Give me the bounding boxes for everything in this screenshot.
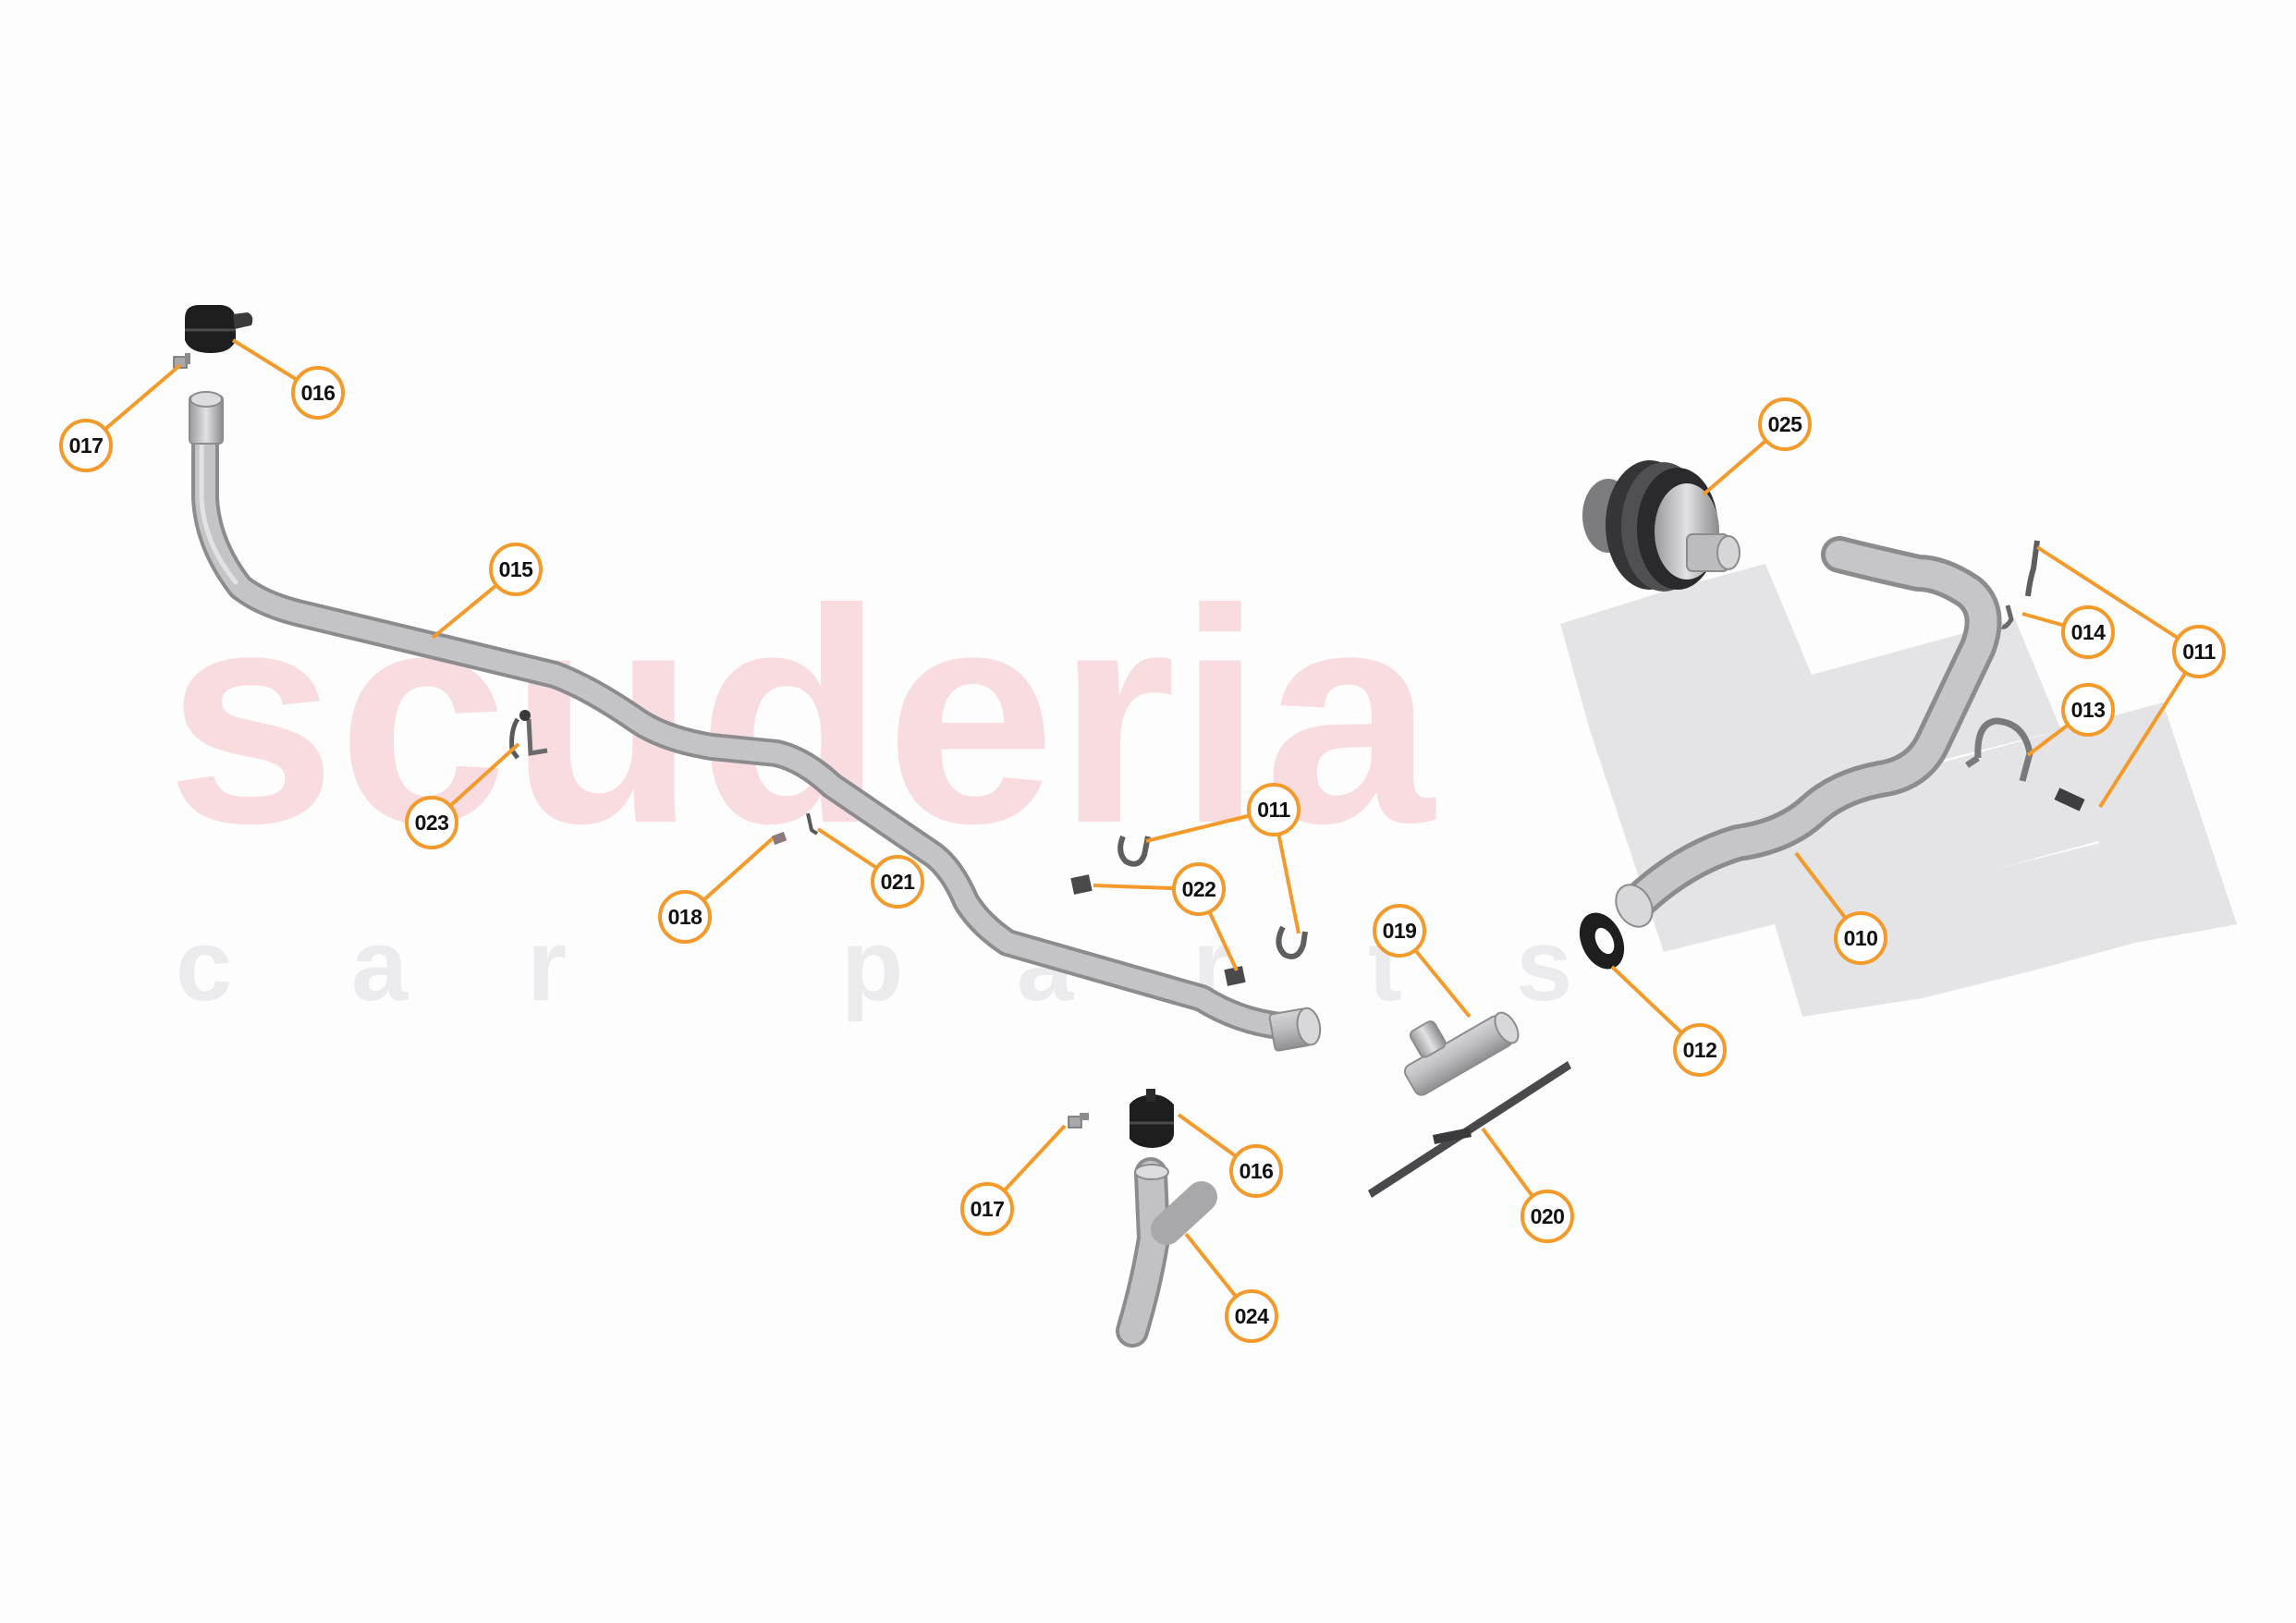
t-connector-019 <box>1403 1011 1520 1096</box>
clip-021 <box>806 812 819 836</box>
clip-014 <box>2000 604 2014 629</box>
watermark-letter: r <box>527 909 567 1022</box>
watermark-letter: a <box>351 909 409 1022</box>
nut-022-a <box>1070 874 1093 895</box>
fitting-018 <box>771 831 788 846</box>
rubber-clamp-016-a <box>185 305 253 353</box>
callout-016[interactable]: 016 <box>1229 1144 1283 1198</box>
callout-019[interactable]: 019 <box>1373 904 1426 958</box>
callout-024[interactable]: 024 <box>1225 1289 1278 1343</box>
clamp-013 <box>1965 717 2033 782</box>
watermark-letter: p <box>841 909 904 1022</box>
callout-017[interactable]: 017 <box>960 1182 1014 1236</box>
clip-011-c <box>2025 540 2040 597</box>
pipe-010 <box>1615 536 2002 928</box>
clip-011-a <box>1117 835 1151 867</box>
nut-022-b <box>1224 966 1246 986</box>
callout-022[interactable]: 022 <box>1172 862 1226 916</box>
callout-025[interactable]: 025 <box>1758 397 1812 451</box>
watermark-letter: s <box>1516 909 1573 1022</box>
watermark-letter: c <box>176 909 233 1022</box>
pipe-015 <box>189 391 1322 1052</box>
clip-011-b <box>1276 925 1308 959</box>
tape-020 <box>1368 1061 1571 1198</box>
y-pipe-024 <box>1116 1157 1217 1348</box>
callout-016[interactable]: 016 <box>291 366 345 420</box>
callout-010[interactable]: 010 <box>1834 911 1887 965</box>
clip-023 <box>509 710 548 760</box>
callout-011[interactable]: 011 <box>2172 625 2226 678</box>
callout-013[interactable]: 013 <box>2061 683 2115 737</box>
callout-020[interactable]: 020 <box>1520 1190 1574 1243</box>
callout-012[interactable]: 012 <box>1673 1023 1727 1077</box>
callout-018[interactable]: 018 <box>658 890 712 944</box>
bolt-017-b <box>1068 1113 1089 1129</box>
callout-021[interactable]: 021 <box>871 855 924 909</box>
rubber-clamp-016-b <box>1130 1089 1174 1148</box>
plug-025 <box>1582 460 1740 592</box>
grommet-012 <box>1579 912 1625 970</box>
clip-011-d <box>2054 787 2085 812</box>
callout-017[interactable]: 017 <box>59 419 113 472</box>
callout-014[interactable]: 014 <box>2061 605 2115 659</box>
callout-011[interactable]: 011 <box>1247 783 1301 836</box>
callout-023[interactable]: 023 <box>405 796 458 849</box>
bolt-017-a <box>173 353 190 369</box>
watermark-scuderia: scuderia <box>166 545 1436 886</box>
callout-015[interactable]: 015 <box>489 543 543 596</box>
